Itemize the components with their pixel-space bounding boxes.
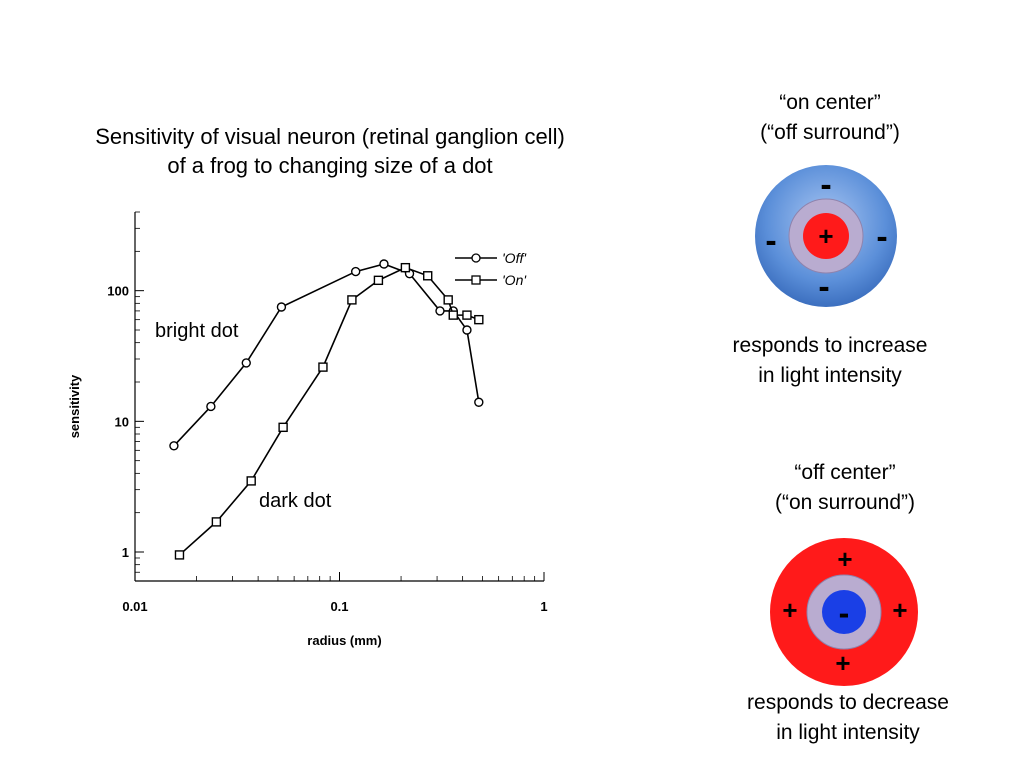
on-center-diagram: + - - - -	[755, 165, 897, 307]
on-center-center-sign: +	[818, 221, 833, 251]
on-data-point	[318, 362, 328, 372]
on-data-point	[211, 517, 222, 527]
on-data-point	[443, 295, 453, 305]
off-center-caption-line-1: responds to decrease	[747, 691, 949, 714]
off-data-point	[206, 401, 216, 412]
off-center-surround-sign-left: +	[782, 595, 797, 625]
y-tick-label: 10	[115, 414, 129, 429]
off-center-surround-sign-right: +	[892, 595, 907, 625]
on-center-caption-line-1: responds to increase	[732, 334, 928, 357]
on-data-point	[474, 314, 484, 325]
annotation-bright-dot: bright dot	[155, 320, 239, 342]
y-tick-label: 100	[107, 284, 129, 299]
x-tick-label: 0.01	[122, 599, 147, 614]
y-axis-label: sensitivity	[67, 374, 82, 438]
on-center-surround-sign-top: -	[820, 166, 831, 204]
off-center-label: “off center” (“on surround”)	[715, 458, 975, 518]
off-center-core	[822, 590, 866, 634]
on-center-core	[803, 213, 849, 259]
off-data-point	[350, 266, 361, 277]
on-data-point	[347, 295, 357, 305]
off-data-point	[169, 441, 179, 451]
title-line-2: of a frog to changing size of a dot	[167, 153, 493, 178]
off-center-surround-sign-bottom: +	[835, 648, 850, 678]
legend-marker-circle	[471, 253, 481, 263]
on-center-surround-sign-left: -	[765, 222, 776, 260]
off-data-point	[276, 302, 287, 312]
off-data-point	[474, 397, 484, 407]
on-data-point	[373, 275, 384, 286]
on-data-point	[423, 271, 433, 281]
legend-label: 'On'	[502, 272, 527, 288]
on-data-point	[462, 310, 472, 320]
off-center-label-line-2: (“on surround”)	[774, 491, 916, 514]
on-center-caption: responds to increase in light intensity	[700, 331, 960, 391]
on-center-label: “on center” (“off surround”)	[700, 88, 960, 148]
off-center-caption-line-2: in light intensity	[776, 721, 920, 744]
off-center-diagram: - + + + +	[770, 538, 918, 686]
x-tick-label: 1	[540, 599, 547, 614]
y-tick-label: 1	[122, 545, 129, 560]
on-data-point	[400, 262, 411, 273]
off-center-caption: responds to decrease in light intensity	[718, 688, 978, 748]
on-center-caption-line-2: in light intensity	[758, 364, 902, 387]
off-data-point	[435, 306, 445, 316]
on-data-point	[174, 550, 185, 560]
legend-marker-square	[471, 275, 481, 285]
x-axis-label: radius (mm)	[307, 633, 381, 648]
off-data-point	[241, 358, 251, 368]
on-data-point	[246, 476, 256, 486]
legend-label: 'Off'	[502, 250, 527, 266]
on-data-point	[448, 310, 458, 320]
x-tick-label: 0.1	[330, 599, 348, 614]
slide-title: Sensitivity of visual neuron (retinal ga…	[20, 122, 640, 180]
off-data-point	[462, 325, 472, 335]
off-data-point	[379, 259, 389, 269]
off-center-surround-sign-top: +	[837, 544, 852, 574]
title-line-1: Sensitivity of visual neuron (retinal ga…	[95, 124, 565, 149]
on-center-surround-sign-bottom: -	[818, 268, 829, 306]
on-center-label-line-1: “on center”	[779, 91, 881, 114]
plot-area: 0.01 0.1 1 1 10 100 radius (mm) sensitivity 'Off…	[67, 211, 548, 648]
off-center-label-line-1: “off center”	[794, 461, 896, 484]
on-center-label-line-2: (“off surround”)	[760, 121, 900, 144]
annotation-dark-dot: dark dot	[259, 490, 332, 512]
off-center-center-sign: -	[839, 595, 850, 631]
on-data-point	[278, 422, 288, 433]
on-center-surround-sign-right: -	[876, 218, 887, 256]
